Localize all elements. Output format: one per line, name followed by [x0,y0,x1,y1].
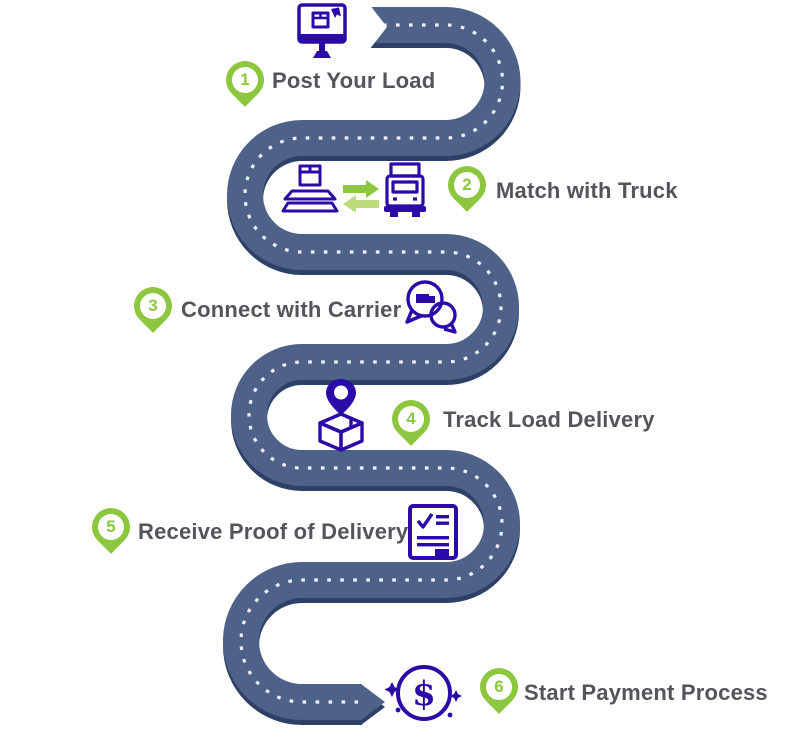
package-tracking-pin-icon [318,379,364,452]
road-end-arrow [361,684,385,720]
road-centerline [239,23,505,704]
carrier-chat-icon [405,280,457,334]
step-2-label: Match with Truck [496,178,678,203]
step-2-number: 2 [462,175,472,194]
step-5-label: Receive Proof of Delivery [138,519,409,544]
step-4-pin: 4 [384,392,438,447]
road-surface [223,6,521,720]
computer-post-load-icon [297,3,347,58]
payment-dollar-icon: $ [384,665,462,721]
exchange-arrows-icon [343,180,379,212]
step-6-label: Start Payment Process [524,680,768,705]
step-3-number: 3 [148,296,158,315]
step-1-label: Post Your Load [272,68,436,93]
step-1-pin: 1 [218,53,272,108]
step-4-number: 4 [406,409,416,428]
step-4-label: Track Load Delivery [443,407,655,432]
proof-of-delivery-document-icon [408,504,458,560]
step-3-label: Connect with Carrier [181,297,402,322]
svg-text:$: $ [412,674,436,714]
pallet-icon [281,164,339,213]
truck-front-icon [384,162,426,217]
step-3-pin: 3 [126,279,180,334]
step-5-pin: 5 [84,500,138,555]
step-5-number: 5 [106,517,116,536]
step-1-number: 1 [240,70,250,89]
step-2-pin: 2 [440,158,494,213]
step-6-pin: 6 [472,660,526,715]
step-6-number: 6 [494,677,504,696]
road-start-notch [369,4,387,50]
